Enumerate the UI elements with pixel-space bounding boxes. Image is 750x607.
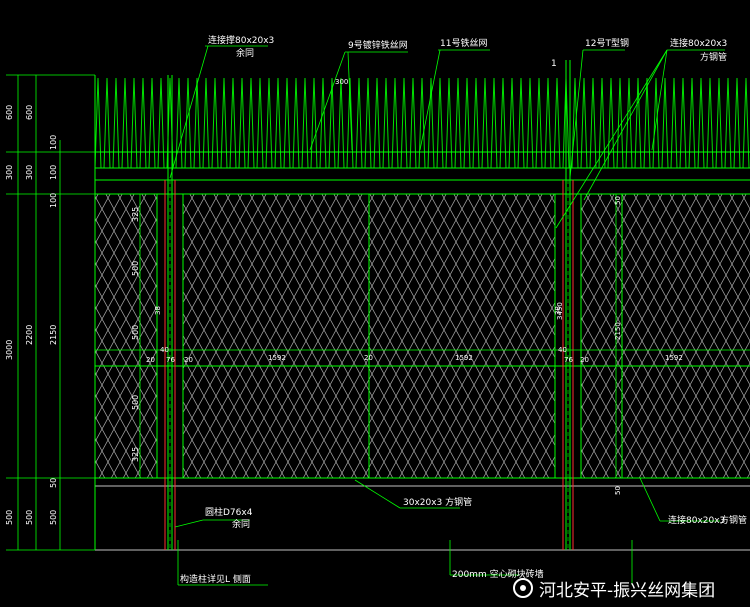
- label-bottom-right-brace: 连接80x20x3: [668, 514, 725, 526]
- left-dimension-numbers: 600 300 3000 500 600 300 2200 500 100 10…: [5, 105, 140, 525]
- label-center-mark: 1: [551, 59, 557, 69]
- svg-text:50: 50: [49, 478, 58, 488]
- svg-text:38: 38: [554, 306, 562, 315]
- svg-text:325: 325: [131, 207, 140, 222]
- svg-text:325: 325: [131, 447, 140, 462]
- svg-text:100: 100: [49, 135, 58, 150]
- callout-labels: 连接撑80x20x3 余同 9号镀锌铁丝网 11号铁丝网 12号T型钢 连接80…: [180, 34, 747, 585]
- svg-text:300: 300: [335, 78, 348, 86]
- svg-text:20: 20: [146, 356, 155, 364]
- svg-text:1592: 1592: [665, 354, 683, 362]
- fence-frame: [94, 60, 750, 551]
- barbed-wire-spikes: [94, 77, 750, 169]
- svg-text:100: 100: [49, 165, 58, 180]
- dimension-lines: [6, 74, 750, 551]
- label-post-detail: 构造柱详见L 侧面: [180, 573, 251, 585]
- watermark-text: 河北安平-振兴丝网集团: [539, 580, 716, 601]
- svg-text:500: 500: [131, 395, 140, 410]
- svg-text:500: 500: [131, 261, 140, 276]
- svg-text:2150: 2150: [614, 322, 622, 340]
- svg-text:20: 20: [580, 356, 589, 364]
- label-top-left-brace: 连接撑80x20x3: [208, 34, 274, 46]
- svg-text:2150: 2150: [49, 325, 58, 345]
- label-top-right-tube: 方钢管: [700, 51, 727, 63]
- svg-text:500: 500: [5, 510, 14, 525]
- label-barbed-11: 11号铁丝网: [440, 37, 487, 49]
- svg-text:300: 300: [25, 165, 34, 180]
- panel-dimension-numbers: 20 76 40 20 40 76 20 1592 1592 1592 20 3…: [146, 78, 683, 495]
- svg-text:50: 50: [614, 486, 622, 495]
- svg-text:2200: 2200: [25, 325, 34, 345]
- leader-lines: [169, 45, 725, 586]
- svg-text:1592: 1592: [455, 354, 473, 362]
- label-round-post-same: 余同: [232, 518, 250, 530]
- barbed-wire-top: [94, 77, 750, 169]
- label-top-right-brace: 连接80x20x3: [670, 37, 727, 49]
- label-round-post: 圆柱D76x4: [205, 506, 253, 518]
- svg-text:76: 76: [166, 356, 175, 364]
- svg-text:3000: 3000: [5, 340, 14, 360]
- svg-text:600: 600: [5, 105, 14, 120]
- svg-text:1592: 1592: [268, 354, 286, 362]
- svg-text:600: 600: [25, 105, 34, 120]
- fence-posts: [164, 180, 574, 550]
- svg-text:76: 76: [564, 356, 573, 364]
- label-barbed-9: 9号镀锌铁丝网: [348, 39, 408, 51]
- svg-text:500: 500: [49, 510, 58, 525]
- label-t-steel: 12号T型钢: [585, 37, 629, 49]
- mesh-panels: [95, 194, 750, 478]
- label-top-left-same: 余同: [236, 47, 254, 59]
- svg-text:38: 38: [154, 306, 162, 315]
- weibo-icon: [513, 578, 533, 598]
- svg-text:500: 500: [25, 510, 34, 525]
- svg-text:40: 40: [160, 346, 169, 354]
- svg-text:100: 100: [49, 193, 58, 208]
- svg-text:20: 20: [184, 356, 193, 364]
- svg-text:300: 300: [5, 165, 14, 180]
- label-bottom-right-tube: 方钢管: [720, 514, 747, 526]
- svg-text:3450: 3450: [556, 302, 564, 320]
- svg-text:20: 20: [364, 354, 373, 362]
- svg-text:50: 50: [614, 196, 622, 205]
- watermark: 河北安平-振兴丝网集团: [513, 573, 745, 603]
- label-base-wall: 200mm 空心砌块砖墙: [452, 568, 544, 580]
- svg-text:40: 40: [558, 346, 567, 354]
- svg-text:500: 500: [131, 325, 140, 340]
- label-bottom-tube: 30x20x3 方钢管: [403, 496, 472, 508]
